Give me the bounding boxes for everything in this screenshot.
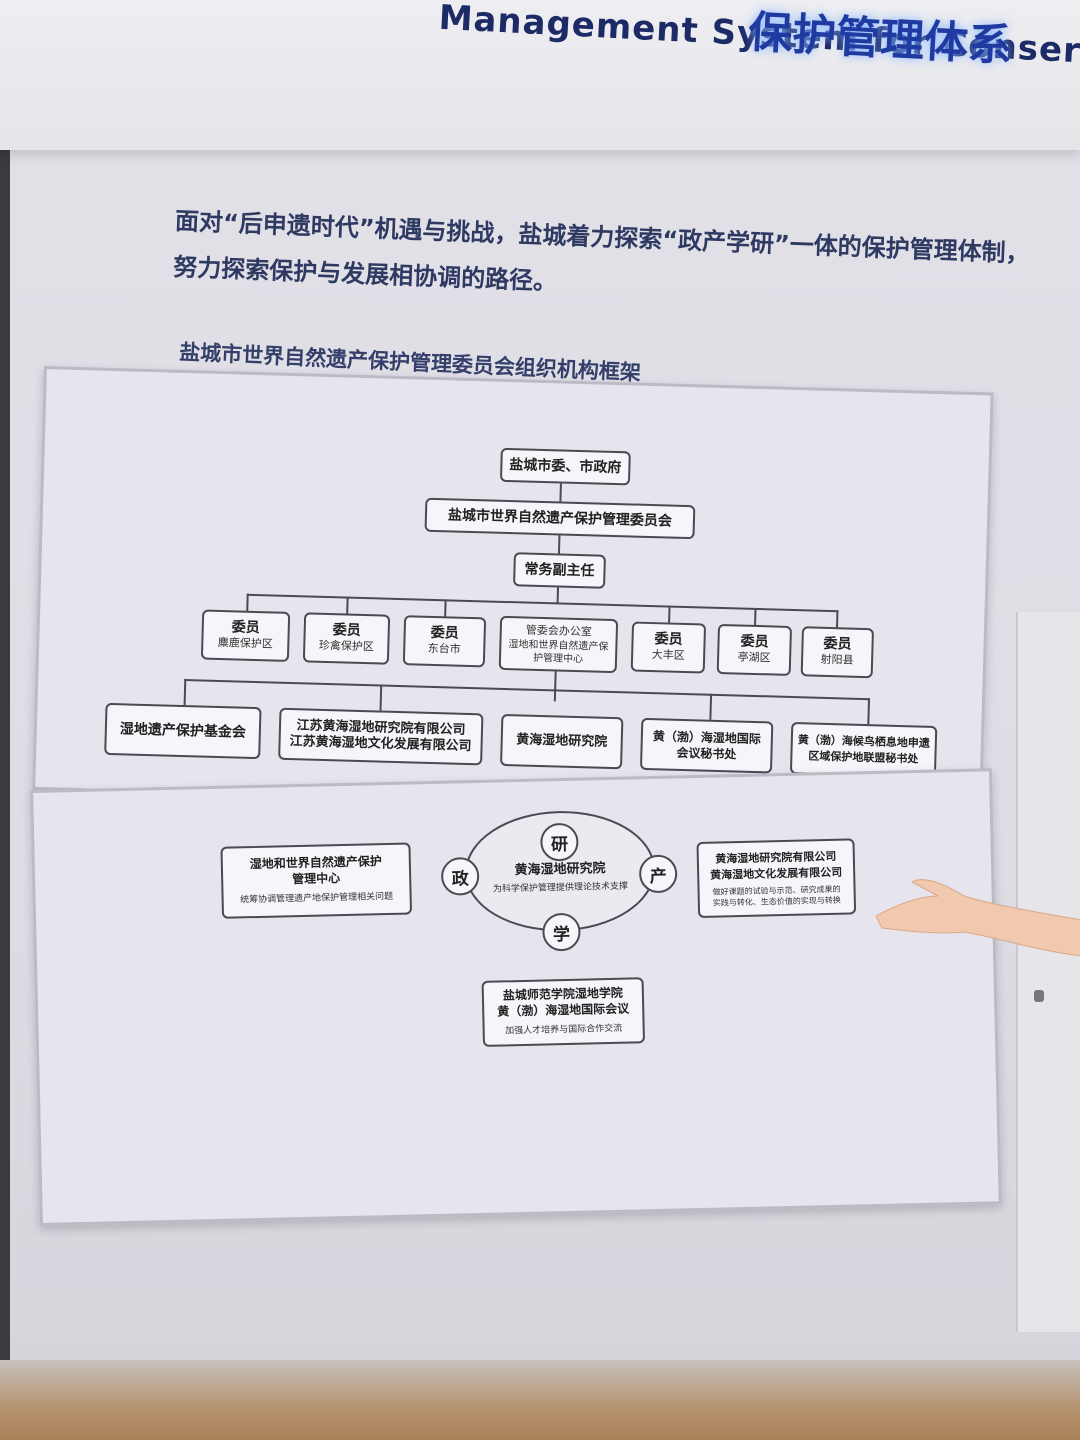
model-board: 黄海湿地研究院 为科学保护管理提供理论技术支撑 研 政 产 学 湿地和世界自然遗…: [30, 768, 1002, 1226]
center-desc: 为科学保护管理提供理论技术支撑: [492, 881, 629, 895]
connector: [246, 593, 839, 613]
connector: [867, 698, 871, 725]
node-line2: 区域保护地联盟秘书处: [808, 749, 919, 766]
node-jiangsu-companies: 江苏黄海湿地研究院有限公司 江苏黄海湿地文化发展有限公司: [278, 707, 484, 766]
node-label: 常务副主任: [524, 561, 595, 580]
node-member-zhenqin: 委员 珍禽保护区: [302, 612, 391, 665]
label-xue: 学: [542, 912, 581, 952]
node-sub: 珍禽保护区: [318, 638, 374, 654]
node-sub: 射阳县: [820, 652, 854, 667]
door: [1016, 612, 1080, 1332]
label-chan: 产: [638, 854, 678, 894]
node-industry-companies: 黄海湿地研究院有限公司 黄海湿地文化发展有限公司 做好课题的试验与示范、研究成果…: [696, 838, 857, 918]
node-title: 委员: [654, 631, 683, 648]
node-label: 盐城市委、市政府: [509, 457, 622, 477]
node-line2: 管理中心: [292, 871, 341, 887]
connector: [556, 587, 560, 604]
node-conference-secretariat: 黄（渤）海湿地国际 会议秘书处: [639, 717, 774, 774]
pointing-hand: [875, 879, 1080, 957]
node-title: 委员: [823, 635, 852, 653]
node-sub: 大丰区: [651, 648, 685, 662]
node-sub: 亭湖区: [737, 650, 771, 665]
wall-left-edge: [0, 0, 10, 1440]
node-line1: 湿地遗产保护基金会: [119, 721, 247, 741]
node-title: 委员: [430, 624, 459, 642]
node-line2: 黄海湿地文化发展有限公司: [710, 865, 843, 882]
node-member-dongtai: 委员 东台市: [402, 615, 487, 668]
node-management-office: 管委会办公室 湿地和世界自然遗产保护管理中心: [498, 615, 619, 674]
floor: [0, 1360, 1080, 1440]
connector: [553, 671, 557, 702]
node-line1: 湿地和世界自然遗产保护: [249, 854, 382, 872]
node-academia: 盐城师范学院湿地学院 黄（渤）海湿地国际会议 加强人才培养与国际合作交流: [481, 977, 646, 1047]
node-member-dafeng: 委员 大丰区: [630, 621, 707, 674]
connector: [183, 679, 187, 706]
node-desc: 统筹协调管理遗产地保护管理相关问题: [240, 891, 394, 906]
node-label: 盐城市世界自然遗产保护管理委员会: [447, 507, 673, 530]
node-line2: 会议秘书处: [676, 745, 737, 762]
node-title: 委员: [332, 622, 361, 639]
node-yellow-sea-institute: 黄海湿地研究院: [500, 713, 624, 770]
node-member-milu: 委员 麋鹿保护区: [200, 609, 291, 662]
node-desc: 加强人才培养与国际合作交流: [505, 1023, 623, 1037]
node-wetland-fund: 湿地遗产保护基金会: [104, 702, 262, 760]
node-sub: 东台市: [427, 641, 461, 656]
node-title: 委员: [740, 633, 769, 651]
org-chart-board: 盐城市委、市政府 盐城市世界自然遗产保护管理委员会 常务副主任 委员 麋鹿保护区…: [32, 366, 994, 817]
node-sub: 湿地和世界自然遗产保护管理中心: [508, 639, 609, 666]
node-line1: 黄海湿地研究院: [516, 732, 608, 750]
connector: [184, 679, 871, 701]
node-title: 委员: [231, 619, 260, 637]
node-party-government: 盐城市委、市政府: [499, 447, 631, 486]
node-line2: 黄（渤）海湿地国际会议: [497, 1001, 630, 1019]
banner: Management System for Conservation 保护管理体…: [324, 0, 1080, 142]
node-member-sheyang: 委员 射阳县: [800, 626, 875, 679]
node-committee: 盐城市世界自然遗产保护管理委员会: [424, 497, 696, 540]
connector: [709, 693, 713, 720]
node-heritage-center: 湿地和世界自然遗产保护 管理中心 统筹协调管理遗产地保护管理相关问题: [220, 842, 413, 919]
node-sub: 麋鹿保护区: [217, 635, 274, 651]
banner-chinese: 保护管理体系: [747, 6, 1014, 72]
node-member-tinghu: 委员 亭湖区: [716, 623, 793, 676]
node-desc2: 实践与转化、生态价值的实现与转换: [712, 895, 841, 908]
node-vice-director: 常务副主任: [513, 552, 606, 589]
node-line1: 黄（渤）海湿地国际: [652, 729, 762, 747]
ceiling-header: Management System for Conservation 保护管理体…: [0, 0, 1080, 150]
door-knob: [1034, 990, 1044, 1002]
node-title: 管委会办公室: [525, 623, 592, 639]
connector: [379, 684, 383, 711]
